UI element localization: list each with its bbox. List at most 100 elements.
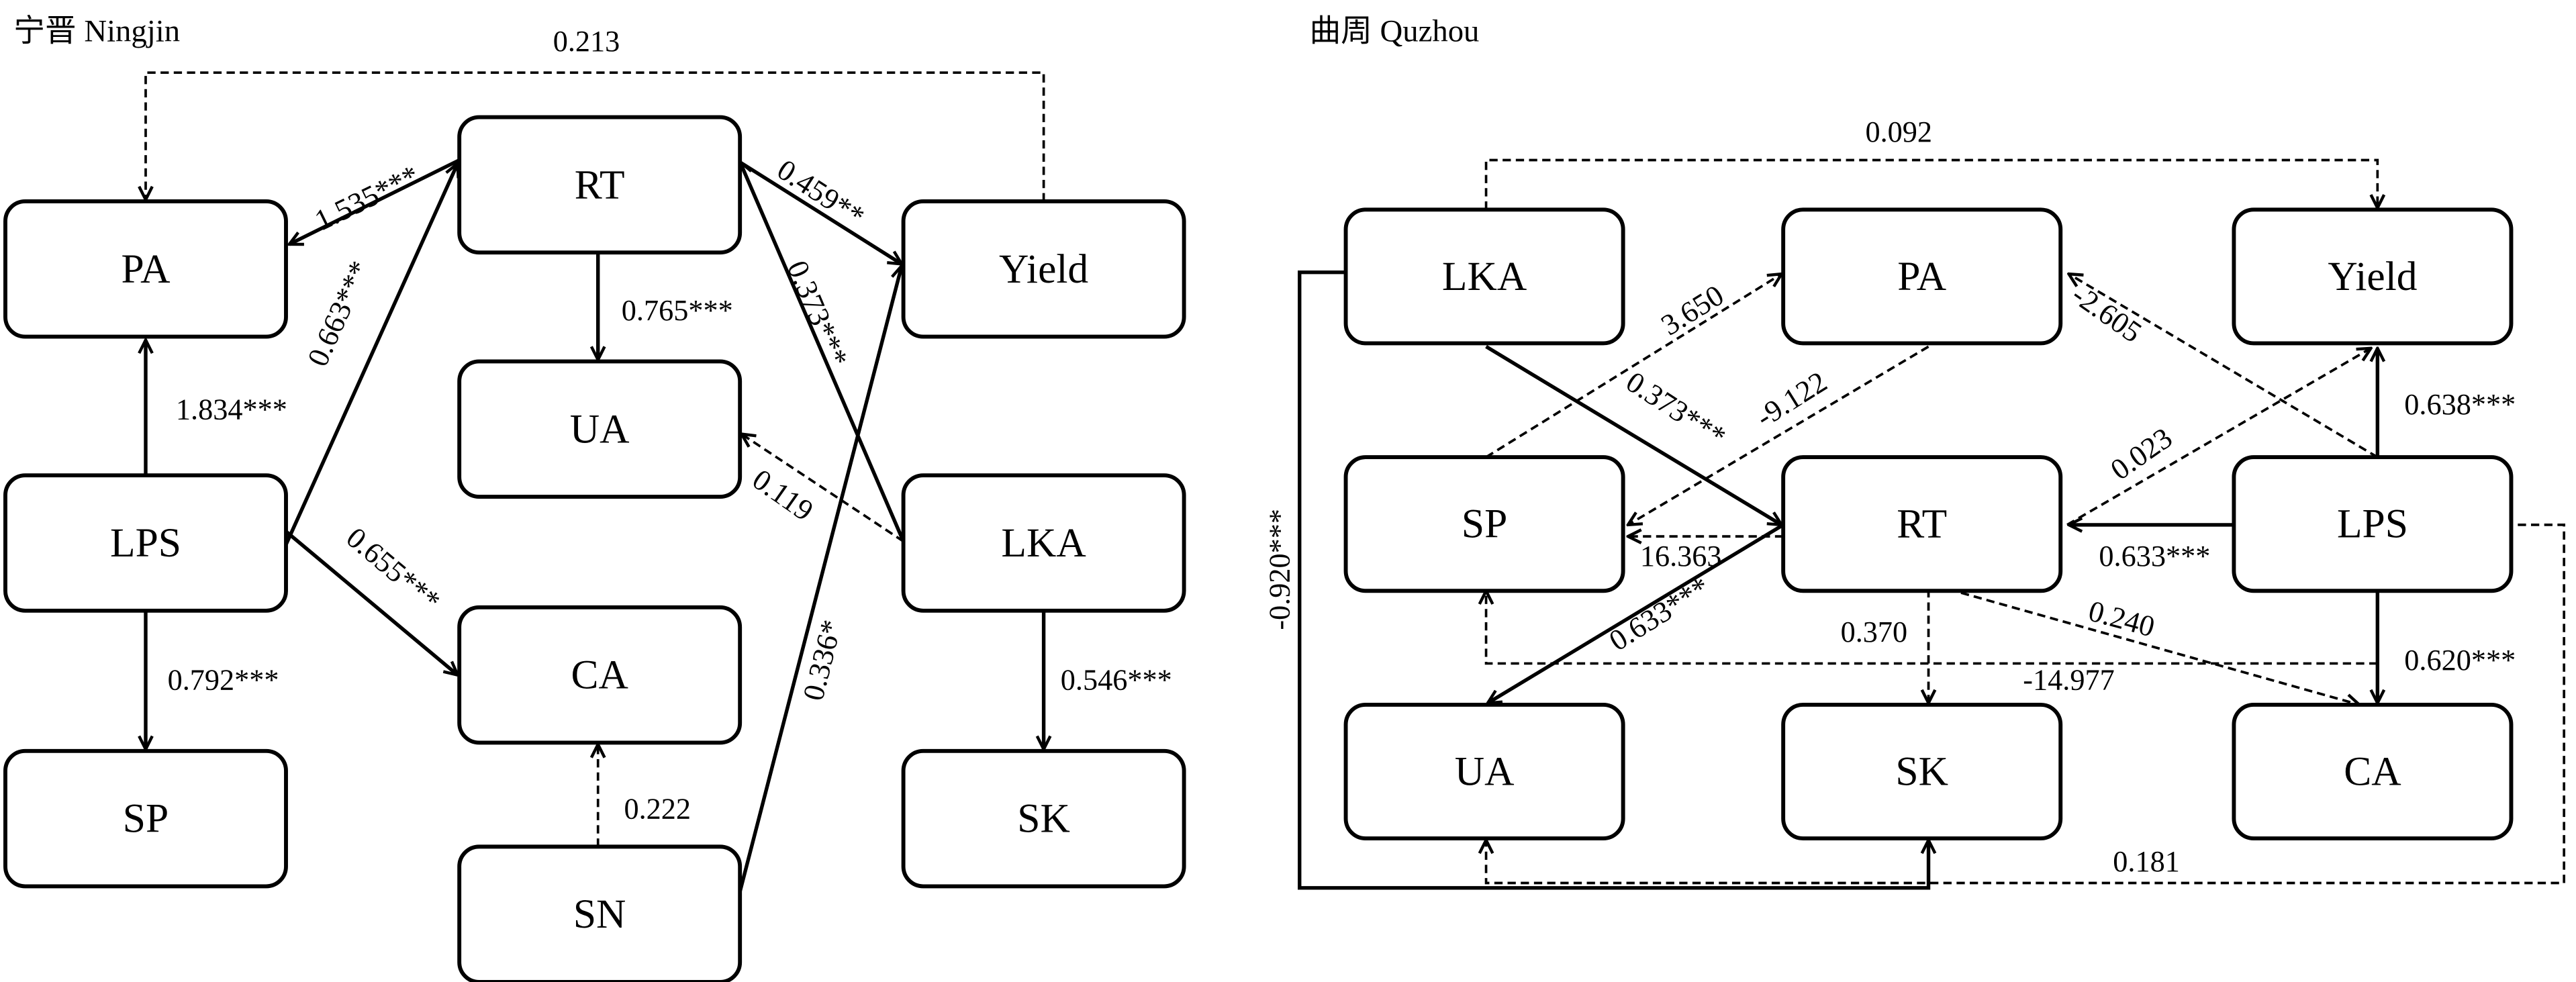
node-box (1343, 702, 1625, 841)
node-box (1781, 702, 2063, 841)
edge-rt-to-ca (1948, 588, 2359, 705)
node-box (457, 605, 743, 745)
node-box (901, 748, 1186, 889)
node-sk: SK (901, 748, 1186, 889)
node-sp: SP (1343, 455, 1625, 593)
node-label: UA (1455, 749, 1515, 795)
edge-lps-to-pa (2069, 274, 2379, 458)
edge-coefficient: 0.546*** (1061, 664, 1172, 697)
node-label: Yield (999, 246, 1088, 292)
node-label: CA (571, 652, 628, 698)
edge-coefficient: -9.122 (1750, 365, 1833, 434)
edge-coefficient: 0.336* (797, 617, 849, 704)
edge-coefficient: 0.181 (2113, 845, 2180, 878)
node-label: SP (123, 796, 169, 842)
edge-lps-to-sp (1486, 591, 2378, 665)
node-rt: RT (457, 115, 743, 255)
edge-coefficient: 0.633*** (2099, 540, 2210, 573)
node-box (2232, 702, 2514, 841)
node-box (3, 473, 288, 613)
node-ca: CA (457, 605, 743, 745)
edge-rt-to-pa (289, 158, 461, 246)
node-lps: LPS (3, 473, 288, 613)
node-label: RT (575, 162, 625, 207)
edge-coefficient: 0.222 (624, 792, 691, 825)
node-box (1781, 207, 2063, 346)
node-sn: SN (457, 844, 743, 982)
node-pa: PA (1781, 207, 2063, 346)
edge-coefficient: 0.620*** (2404, 644, 2516, 677)
edge-coefficient: 0.240 (2085, 595, 2158, 644)
edge-coefficient: 0.023 (2105, 422, 2179, 487)
edge-coefficient: 1.834*** (176, 393, 287, 426)
node-label: PA (122, 246, 171, 292)
node-label: SN (573, 891, 626, 937)
edge-coefficient: 0.792*** (168, 664, 279, 697)
node-box (2232, 207, 2514, 346)
panel-title-quzhou: 曲周 Quzhou (1309, 13, 1479, 48)
node-sp: SP (3, 748, 288, 889)
edge-coefficient: 1.535*** (309, 159, 424, 238)
edge-coefficient: 0.373*** (1620, 365, 1731, 453)
edge-coefficient: 0.638*** (2404, 388, 2516, 421)
node-label: Yield (2328, 254, 2417, 299)
edge-yield-to-pa (146, 71, 1045, 201)
node-label: LPS (2337, 501, 2408, 547)
edge-lps-to-ua (1486, 524, 2566, 885)
edge-coefficient: 0.765*** (622, 294, 733, 327)
node-label: SK (1017, 796, 1070, 842)
node-box (457, 359, 743, 499)
edge-lka-to-rt (740, 162, 906, 542)
node-label: RT (1897, 501, 1947, 547)
node-lps: LPS (2232, 455, 2514, 593)
edge-rt-to-ua (1488, 523, 1784, 703)
node-rt: RT (1781, 455, 2063, 593)
edge-pa-to-sp (1628, 345, 1929, 525)
edge-coefficient: 0.092 (1865, 115, 1932, 148)
node-box (457, 115, 743, 255)
node-box (901, 473, 1186, 613)
edge-coefficient: 0.663*** (301, 256, 377, 371)
panel-title-ningjin: 宁晋 Ningjin (13, 13, 180, 48)
node-box (1343, 207, 1625, 346)
edge-sn-to-yield (734, 266, 902, 905)
edge-lps-to-ca (285, 530, 458, 675)
node-label: LPS (110, 520, 181, 566)
edge-coefficient: -2.605 (2066, 278, 2148, 349)
edge-lka-to-yield (1484, 158, 2378, 210)
node-label: PA (1897, 254, 1946, 299)
node-lka: LKA (901, 473, 1186, 613)
node-box (2232, 455, 2514, 593)
node-ca: CA (2232, 702, 2514, 841)
edge-sp-to-pa (1485, 274, 1782, 458)
node-label: SP (1462, 501, 1507, 547)
edge-lka-to-sk (1298, 271, 1929, 890)
node-box (901, 199, 1186, 339)
node-yield: Yield (2232, 207, 2514, 346)
edge-coefficient: 0.119 (747, 462, 819, 527)
edge-coefficient: 0.370 (1841, 616, 1908, 648)
edge-coefficient: 3.650 (1656, 279, 1729, 342)
edge-rt-to-yield (735, 158, 902, 264)
node-lka: LKA (1343, 207, 1625, 346)
node-box (1343, 455, 1625, 593)
node-ua: UA (457, 359, 743, 499)
node-yield: Yield (901, 199, 1186, 339)
edge-lka-to-ua (742, 434, 904, 543)
node-label: CA (2344, 749, 2401, 795)
edge-rt-to-yield (2066, 348, 2371, 526)
edge-coefficient: 16.363 (1640, 540, 1722, 573)
node-ua: UA (1343, 702, 1625, 841)
edge-coefficient: 0.373*** (781, 256, 855, 371)
node-box (3, 748, 288, 889)
node-label: LKA (1001, 520, 1086, 566)
node-label: SK (1895, 749, 1948, 795)
node-box (457, 844, 743, 982)
edge-coefficient: 0.213 (553, 25, 620, 58)
node-label: LKA (1442, 254, 1527, 299)
edge-coefficient: -0.920*** (1263, 509, 1296, 630)
edge-lka-to-rt (1485, 345, 1782, 525)
node-box (1781, 455, 2063, 593)
node-label: UA (570, 406, 630, 452)
node-sk: SK (1781, 702, 2063, 841)
